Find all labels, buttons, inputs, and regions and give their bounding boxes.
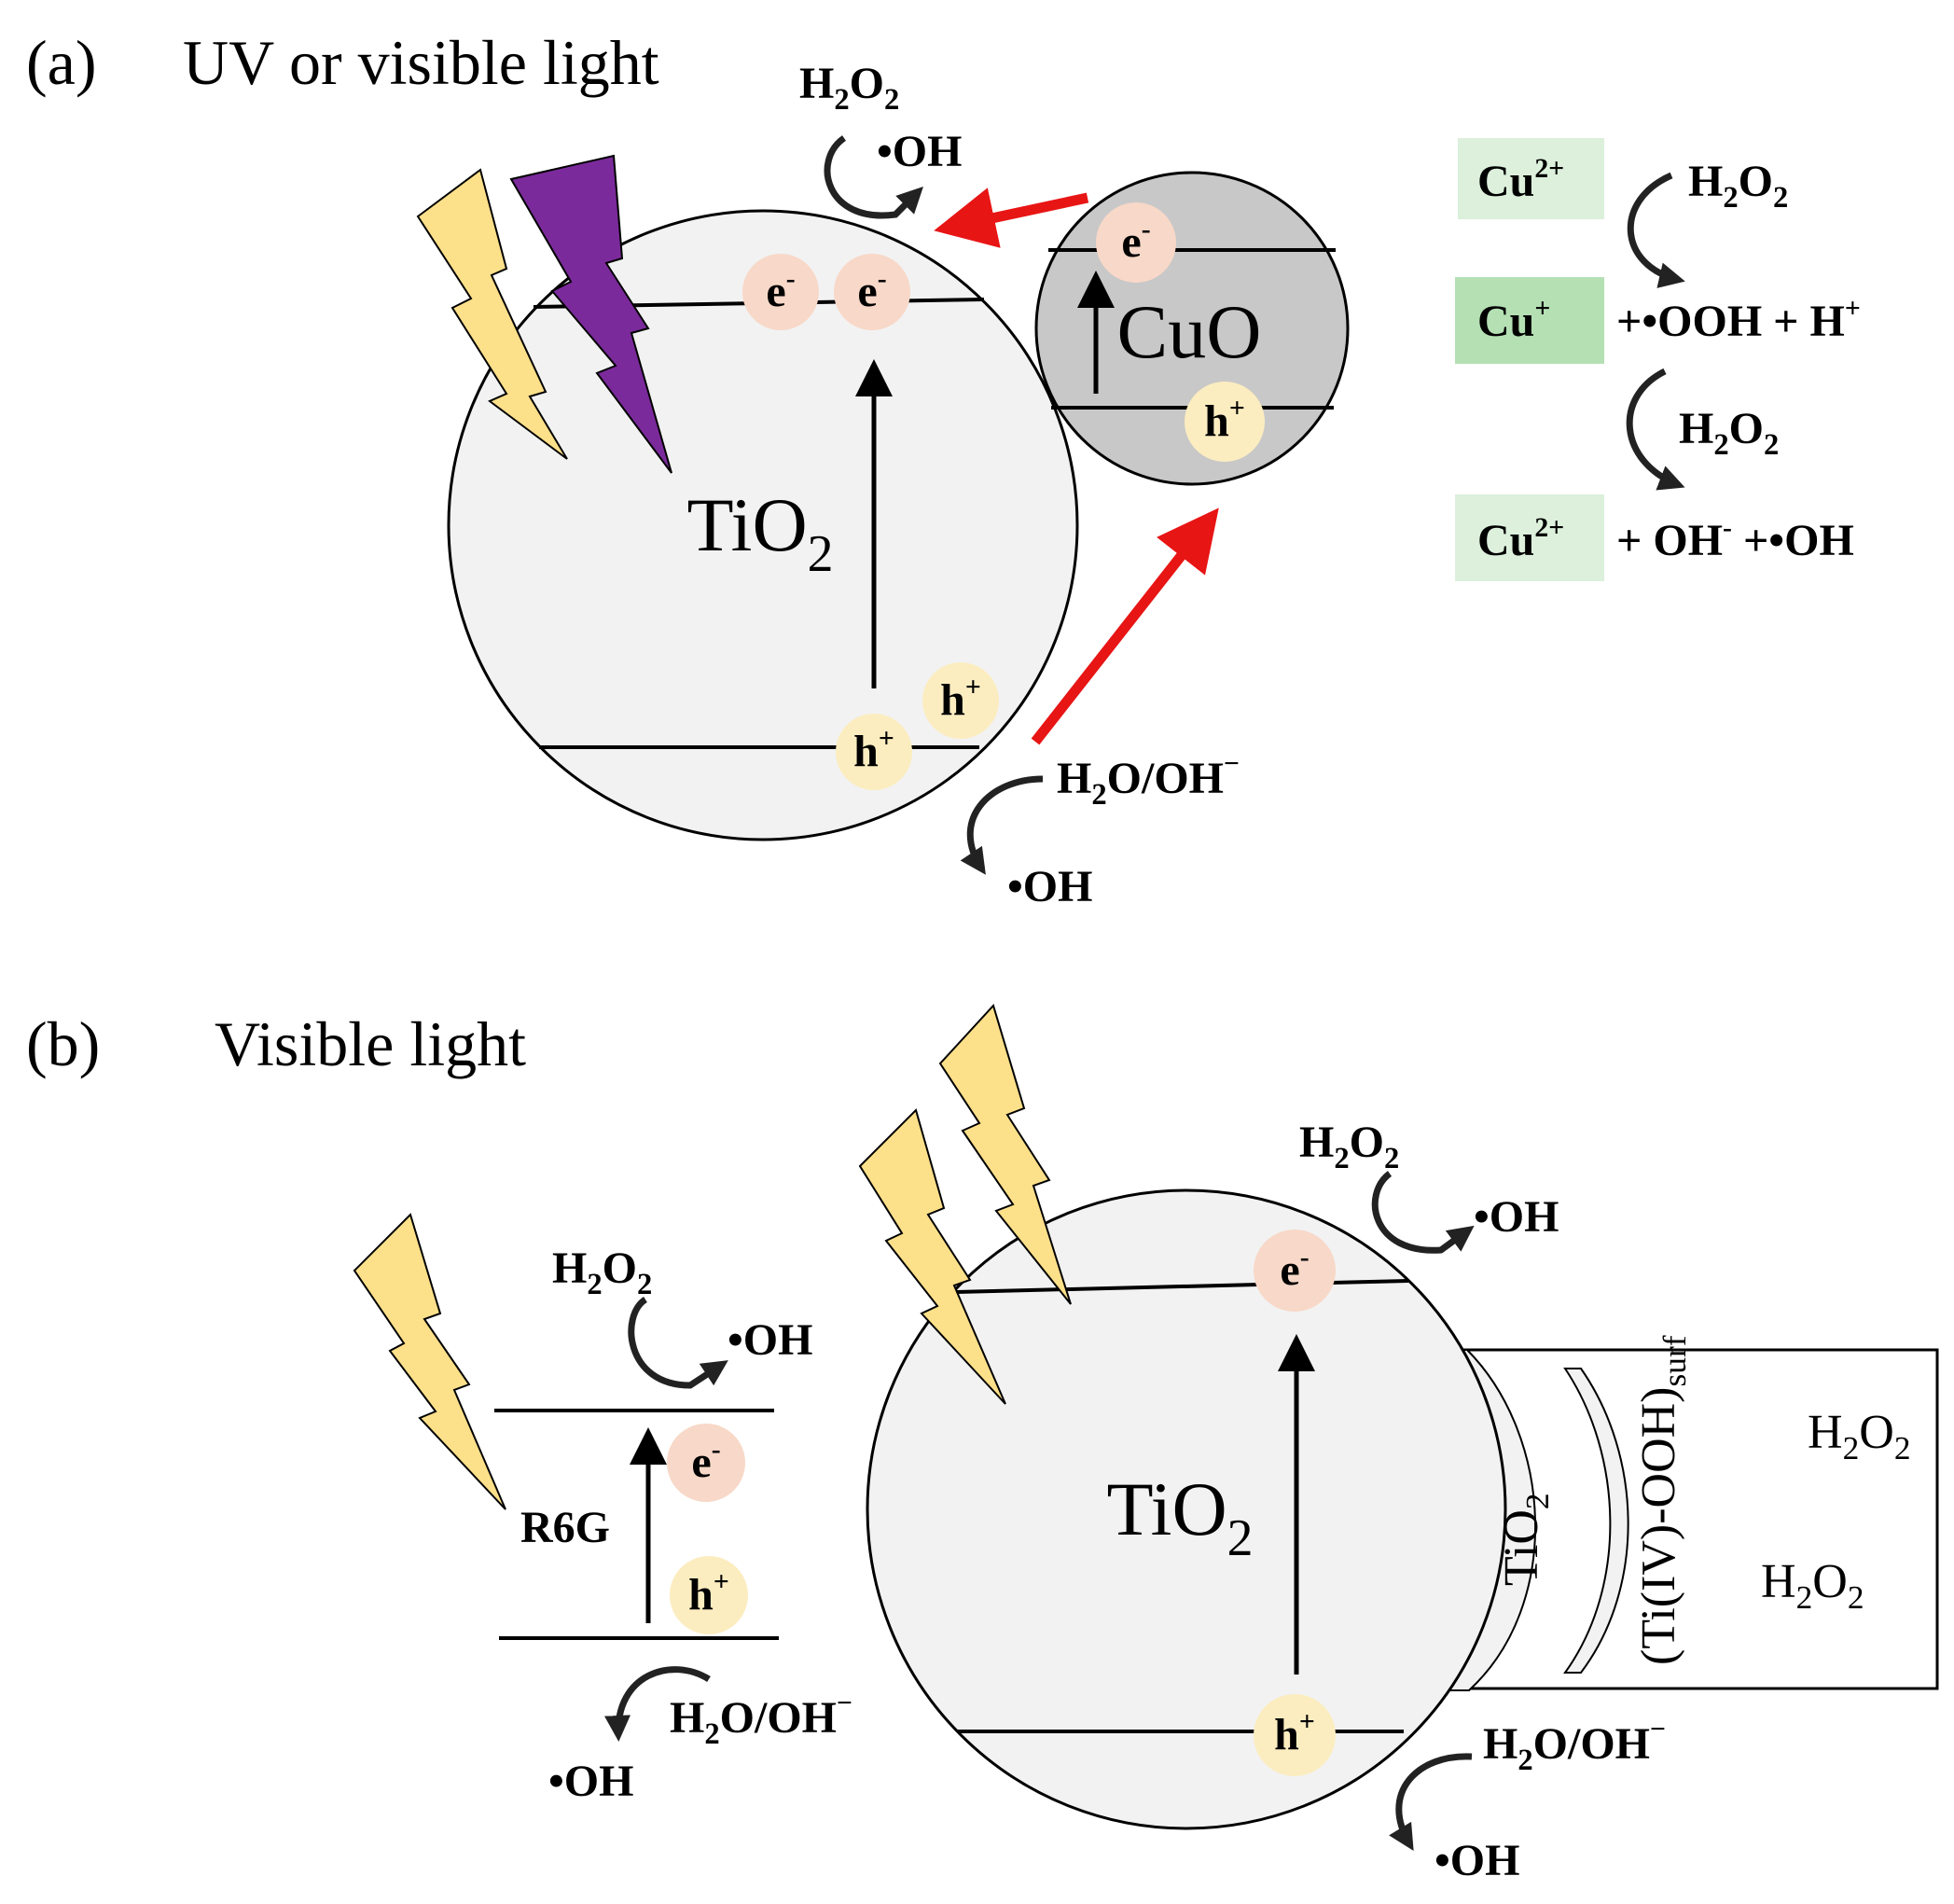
oh-radical-b-top: •OH <box>1474 1192 1559 1242</box>
h2o2-surface-a: H2O2 <box>1808 1406 1911 1466</box>
panel-a-title: UV or visible light <box>183 27 659 98</box>
cu2-label-top: Cu2+ <box>1477 153 1564 206</box>
hole-a1: h+ <box>922 662 999 739</box>
svg-text:h+: h+ <box>1204 393 1245 446</box>
tio2-surface-label: TiO2 <box>1495 1493 1556 1586</box>
svg-text:e-: e- <box>1121 214 1150 267</box>
h2o2-cycle-1: H2O2 <box>1688 157 1788 215</box>
cycle-product-2: + OH- +•OH <box>1616 512 1854 565</box>
h2o2-label-r6g: H2O2 <box>552 1244 652 1301</box>
cu1-box <box>1455 277 1604 364</box>
cuo-electron: e- <box>1096 202 1176 283</box>
curved-arrow-icon <box>1389 1753 1473 1851</box>
tio2-label-a: TiO2 <box>686 482 833 583</box>
cuo-label: CuO <box>1117 289 1262 374</box>
lightning-bolt-icon <box>416 168 568 460</box>
r6g-electron: e- <box>667 1424 745 1502</box>
panel-b-label: (b) <box>26 1008 100 1079</box>
tio2-particle-a <box>447 209 1079 841</box>
panel-a: (a) UV or visible light e- e- h+ h+ TiO2 <box>26 27 1861 911</box>
lightning-bolt-icon <box>938 1004 1072 1305</box>
panel-b: (b) Visible light R6G e- h+ H2O2 •OH H2O… <box>26 1004 1939 1885</box>
cycle-product-1: +•OOH + H+ <box>1616 293 1861 346</box>
electron-a2: e- <box>834 254 910 330</box>
lightning-bolt-icon <box>353 1213 506 1510</box>
h2o2-label-b-top: H2O2 <box>1299 1118 1399 1175</box>
hole-b: h+ <box>1254 1694 1336 1776</box>
r6g-hole: h+ <box>670 1556 748 1634</box>
svg-text:e-: e- <box>766 263 795 316</box>
h2o2-label-a-top: H2O2 <box>799 59 899 117</box>
svg-text:e-: e- <box>1280 1242 1309 1295</box>
cu1-label: Cu+ <box>1477 293 1550 346</box>
oh-radical-r6g: •OH <box>728 1315 812 1365</box>
electron-transfer-arrow <box>934 188 1089 248</box>
r6g-label: R6G <box>520 1503 610 1552</box>
svg-text:h+: h+ <box>940 672 981 725</box>
cu2-box-top <box>1458 138 1604 219</box>
tio2-label-b: TiO2 <box>1106 1466 1253 1567</box>
electron-a1: e- <box>742 254 819 330</box>
lightning-bolt-icon <box>509 154 672 474</box>
curved-arrow-icon <box>960 775 1044 875</box>
hole-a2: h+ <box>836 714 912 790</box>
h2o2-cycle-2: H2O2 <box>1679 404 1779 462</box>
curved-arrow-icon <box>1371 1171 1475 1254</box>
water-label-r6g: H2O/OH− <box>670 1688 852 1751</box>
curved-arrow-icon <box>604 1666 711 1742</box>
water-label-a: H2O/OH− <box>1057 748 1240 812</box>
oh-radical-a-top: •OH <box>877 127 962 176</box>
curved-arrow-icon <box>1627 172 1685 288</box>
panel-b-title: Visible light <box>215 1008 526 1079</box>
electron-b: e- <box>1254 1230 1336 1312</box>
oh-radical-a-bottom: •OH <box>1007 862 1092 911</box>
svg-text:h+: h+ <box>1274 1706 1315 1759</box>
cuo-hole: h+ <box>1185 382 1265 462</box>
svg-text:h+: h+ <box>853 723 894 776</box>
ooh-complex-label: (Ti(IV)-OOH)surf <box>1632 1335 1693 1665</box>
oh-radical-b-bottom: •OH <box>1434 1836 1519 1885</box>
ooh-surface-layer <box>1563 1368 1629 1674</box>
curved-arrow-icon <box>824 135 923 219</box>
hole-transfer-arrow <box>1031 507 1219 745</box>
curved-arrow-icon <box>628 1297 728 1389</box>
svg-text:e-: e- <box>857 263 886 316</box>
curved-arrow-icon <box>1626 368 1685 491</box>
cu2-label-bottom: Cu2+ <box>1477 512 1564 565</box>
oh-radical-r6g-bottom: •OH <box>548 1757 633 1806</box>
lightning-bolt-icon <box>858 1108 1006 1405</box>
tio2-particle-b <box>866 1188 1507 1830</box>
svg-text:e-: e- <box>691 1434 720 1487</box>
panel-a-label: (a) <box>26 27 96 98</box>
water-label-b: H2O/OH− <box>1483 1714 1666 1777</box>
cu2-box-bottom <box>1455 494 1604 581</box>
svg-text:h+: h+ <box>688 1566 729 1619</box>
h2o2-surface-b: H2O2 <box>1761 1555 1864 1616</box>
